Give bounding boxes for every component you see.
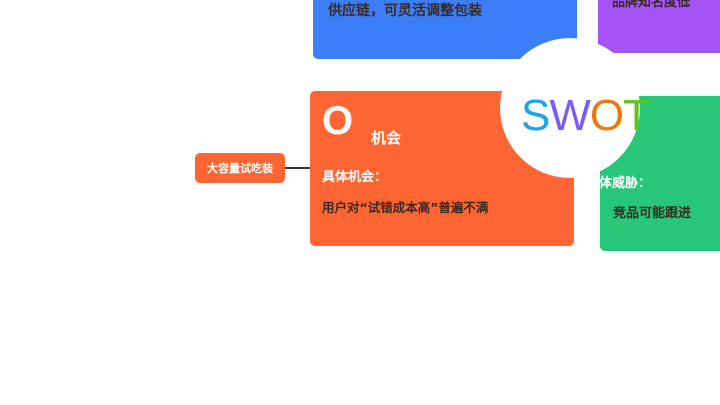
opportunity-title: 机会 [371,129,402,147]
weakness-text: 品牌知名度低 [612,0,691,10]
swot-title: SWOT [521,91,650,140]
opportunity-text: 用户对“试错成本高”普遍不满 [322,200,489,215]
swot-letter-o: O [589,91,624,140]
threat-subtitle: 具体威胁： [586,176,652,191]
opportunity-subtitle: 具体机会： [322,170,388,185]
connector-line [285,167,310,169]
swot-letter-s: S [521,91,550,140]
swot-letter-t: T [623,91,650,140]
strength-text: 供应链，可灵活调整包装 [328,3,482,19]
opportunity-letter: O [322,99,354,143]
strength-card: 供应链，可灵活调整包装 [313,0,577,59]
swot-letter-w: W [549,91,591,140]
opportunity-card: O 机会 具体机会： 用户对“试错成本高”普遍不满 [310,91,574,246]
topic-node[interactable]: 大容量试吃装 [195,153,285,183]
threat-text: 竞品可能跟进 [613,206,692,221]
weakness-card: 品牌知名度低 [598,0,720,53]
swot-center-circle [500,38,640,178]
